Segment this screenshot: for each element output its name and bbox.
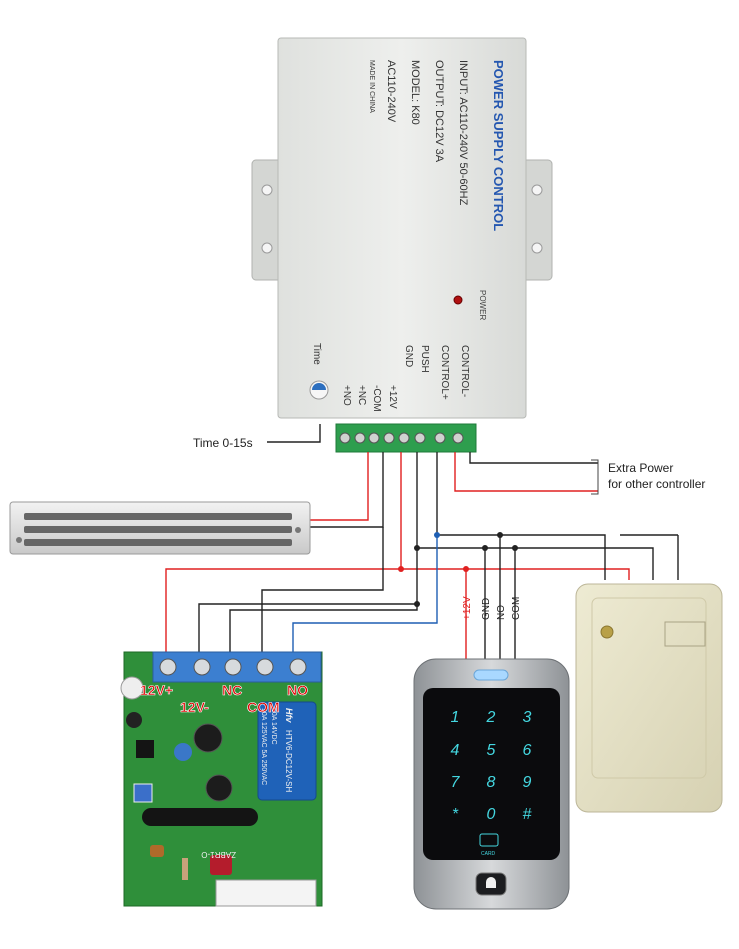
output-spec: OUTPUT: DC12V 3A [433, 60, 445, 163]
card-label: CARD [481, 851, 496, 857]
terminal-screw[interactable] [368, 432, 380, 444]
card-icon [479, 833, 499, 847]
keypad-key-0[interactable]: 0 [487, 806, 496, 823]
receiver-terminal-screw[interactable] [159, 658, 177, 676]
ac-spec: AC110-240V [385, 60, 397, 123]
keypad-wire-label: NO [496, 605, 507, 620]
antenna-coil [142, 808, 258, 826]
keypad-key-7[interactable]: 7 [451, 774, 461, 791]
keypad-key-3[interactable]: 3 [523, 709, 532, 726]
power-supply-body [277, 37, 527, 419]
keypad-key-5[interactable]: 5 [487, 742, 496, 759]
keypad-wire-label: +12V [462, 596, 473, 620]
keypad-keys: 1 2 3 4 5 6 7 8 9 * 0 # [451, 709, 533, 823]
keypad-wire-label: COM [511, 597, 522, 620]
terminal-label-com: -COM [371, 385, 382, 412]
terminal-screw[interactable] [398, 432, 410, 444]
power-supply-title: POWER SUPPLY CONTROL [491, 60, 506, 231]
lock-wire-red [310, 452, 369, 521]
keypad-wire-label: GND [481, 598, 492, 620]
keypad-key-4[interactable]: 4 [451, 742, 460, 759]
receiver-terminal-screw[interactable] [193, 658, 211, 676]
keypad-key-hash[interactable]: # [523, 806, 533, 823]
receiver-terminal-screw[interactable] [256, 658, 274, 676]
relay-model: HTV6-DC12V-SH [284, 730, 293, 792]
terminal-screw[interactable] [383, 432, 395, 444]
relay [257, 701, 317, 801]
extra-power-wire-red [454, 452, 598, 492]
lock-wire-black [310, 452, 384, 528]
keypad-key-1[interactable]: 1 [451, 709, 460, 726]
made-in-label: MADE IN CHINA [368, 60, 375, 113]
magnetic-lock [9, 501, 311, 555]
wires [165, 424, 679, 665]
keypad-key-2[interactable]: 2 [486, 709, 496, 726]
terminal-label-control: CONTROL+ [439, 345, 450, 400]
keypad-key-9[interactable]: 9 [523, 774, 532, 791]
time-label: Time [311, 343, 322, 365]
receiver-terminal-label: 12V- [180, 699, 209, 715]
terminal-label-no: +NO [341, 385, 352, 406]
gnd-bus-black [416, 452, 654, 580]
rfid-card-reader [575, 583, 723, 813]
receiver-terminal-label: NC [222, 682, 242, 698]
extra-power-label-line1: Extra Power [608, 461, 673, 475]
extra-power-label-line2: for other controller [608, 477, 705, 491]
terminal-screw[interactable] [339, 432, 351, 444]
terminal-label-control: CONTROL- [459, 345, 470, 397]
reader-led-icon [600, 625, 614, 639]
receiver-terminal-labels: 12V+ 12V- NC COM NO [140, 682, 309, 716]
power-led-icon [453, 295, 463, 305]
relay-rating-1: 20A 14VDC [270, 708, 277, 745]
power-supply-label-group: POWER SUPPLY CONTROL INPUT: AC110-240V 5… [368, 60, 506, 231]
keypad-key-6[interactable]: 6 [523, 742, 532, 759]
receiver-terminal-label: COM [247, 699, 280, 715]
terminal-screw[interactable] [452, 432, 464, 444]
keypad-key-star[interactable]: * [452, 806, 459, 823]
terminal-label-nc: +NC [356, 385, 367, 405]
receiver-board [120, 651, 323, 907]
receiver-wire-12v-plus [165, 568, 401, 652]
push-wire-blue [292, 535, 438, 652]
relay-brand: Hfv [284, 708, 294, 723]
terminal-screw[interactable] [414, 432, 426, 444]
receiver-wire-12v-minus [198, 548, 418, 652]
keypad-wire-labels: +12V GND NO COM [462, 596, 522, 620]
terminal-screws [339, 432, 464, 444]
push-bus-black [436, 452, 606, 580]
terminal-label-gnd: GND [403, 345, 414, 367]
time-range-label: Time 0-15s [193, 436, 253, 450]
wire-junctions [398, 532, 518, 607]
model-spec: MODEL: K80 [409, 60, 421, 125]
terminal-label-12v: +12V [387, 385, 398, 409]
time-annotation-line [267, 424, 321, 443]
relay-rating-2: 10A 125VAC 5A 250VAC [260, 708, 267, 785]
power-supply-terminal-labels: +NO +NC -COM +12V GND PUSH CONTROL+ CONTROL- [341, 345, 470, 412]
receiver-terminal-label: NO [287, 682, 308, 698]
power-supply-unit [251, 37, 553, 453]
extra-power-wire-black [469, 452, 598, 464]
receiver-wire-com [261, 527, 384, 652]
terminal-label-push: PUSH [419, 345, 430, 373]
receiver-terminal-screw[interactable] [224, 658, 242, 676]
receiver-terminal-label: 12V+ [140, 682, 173, 698]
board-text: ZABR1-O [201, 850, 236, 859]
terminal-screw[interactable] [354, 432, 366, 444]
input-spec: INPUT: AC110-240V 50-60HZ [457, 60, 469, 206]
terminal-screw[interactable] [434, 432, 446, 444]
receiver-terminal-screw[interactable] [289, 658, 307, 676]
bell-icon[interactable] [486, 877, 496, 888]
keypad-key-8[interactable]: 8 [487, 774, 496, 791]
power-led-label: POWER [478, 290, 487, 320]
keypad-unit: CARD [413, 658, 570, 910]
receiver-wire-nc [229, 604, 418, 652]
